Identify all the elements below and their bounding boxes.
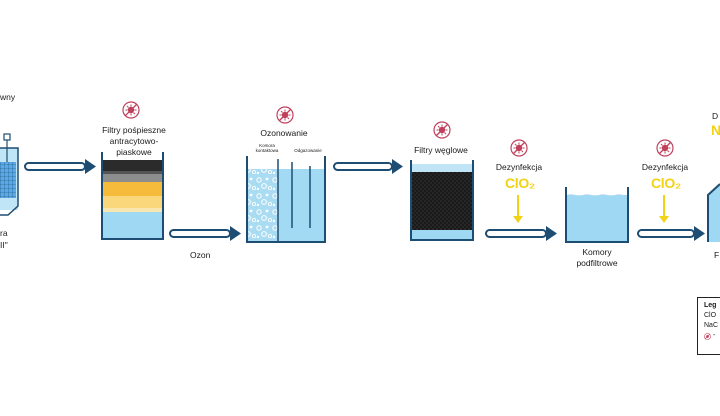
- contact-chamber-label-line2: kontaktowa: [255, 148, 279, 153]
- subfilter-chamber-tank: [565, 187, 629, 243]
- disinfection-label-2: Dezynfekcja: [641, 162, 689, 172]
- ozonation-tank: [246, 156, 326, 243]
- virus-removal-icon: [510, 139, 528, 157]
- subfilter-chambers-label-line2: podfiltrowe: [576, 258, 618, 268]
- clo2-label-2: ClO₂: [651, 175, 681, 191]
- rapid-filter-tank: [101, 152, 164, 240]
- legend-title: Leg: [704, 302, 717, 309]
- virus-removal-icon: [656, 139, 674, 157]
- virus-removal-icon: [276, 106, 294, 124]
- intake-label-top: wny: [0, 92, 16, 102]
- disinfection-label-1: Dezynfekcja: [495, 162, 543, 172]
- contact-chamber-label-line1: Komora: [259, 143, 275, 148]
- right-label-n: N: [711, 122, 720, 138]
- subfilter-chambers-label-line1: Komory: [582, 247, 612, 257]
- flow-arrow-2: [169, 226, 241, 241]
- intake-label-bottom-a: ra: [0, 228, 8, 238]
- reservoir-tank-partial: [707, 183, 720, 242]
- rapid-filters-label-line3: piaskowe: [116, 147, 152, 157]
- flow-arrow-4: [485, 226, 557, 241]
- intake-unit: [0, 133, 19, 216]
- virus-removal-icon: [433, 121, 451, 139]
- ozonation-label: Ozonowanie: [260, 128, 308, 138]
- dosing-arrow-1: [513, 195, 523, 223]
- rapid-filters-label-line2: antracytowo-: [109, 136, 159, 146]
- ozone-label: Ozon: [190, 250, 211, 260]
- legend-line-2: NaC: [704, 322, 719, 329]
- virus-removal-icon: [122, 101, 140, 119]
- carbon-filter-tank: [410, 160, 474, 241]
- carbon-filters-label: Filtry węglowe: [414, 145, 468, 155]
- flow-arrow-3: [333, 159, 403, 174]
- legend-line-3: -: [704, 331, 720, 341]
- legend-box: Leg ClO NaC -: [697, 297, 720, 355]
- rapid-filters-label-line1: Filtry pośpieszne: [102, 125, 166, 135]
- virus-legend-icon: [704, 332, 711, 340]
- degassing-label: Odgazowanie: [294, 148, 322, 153]
- clo2-label-1: ClO₂: [505, 175, 535, 191]
- right-label-f: F: [714, 250, 720, 260]
- flow-arrow-5: [637, 226, 705, 241]
- right-label-d: D: [712, 111, 719, 121]
- intake-label-bottom-b: II": [0, 240, 8, 250]
- legend-line-1: ClO: [704, 312, 717, 319]
- flow-arrow-1: [24, 159, 96, 174]
- dosing-arrow-2: [659, 195, 669, 223]
